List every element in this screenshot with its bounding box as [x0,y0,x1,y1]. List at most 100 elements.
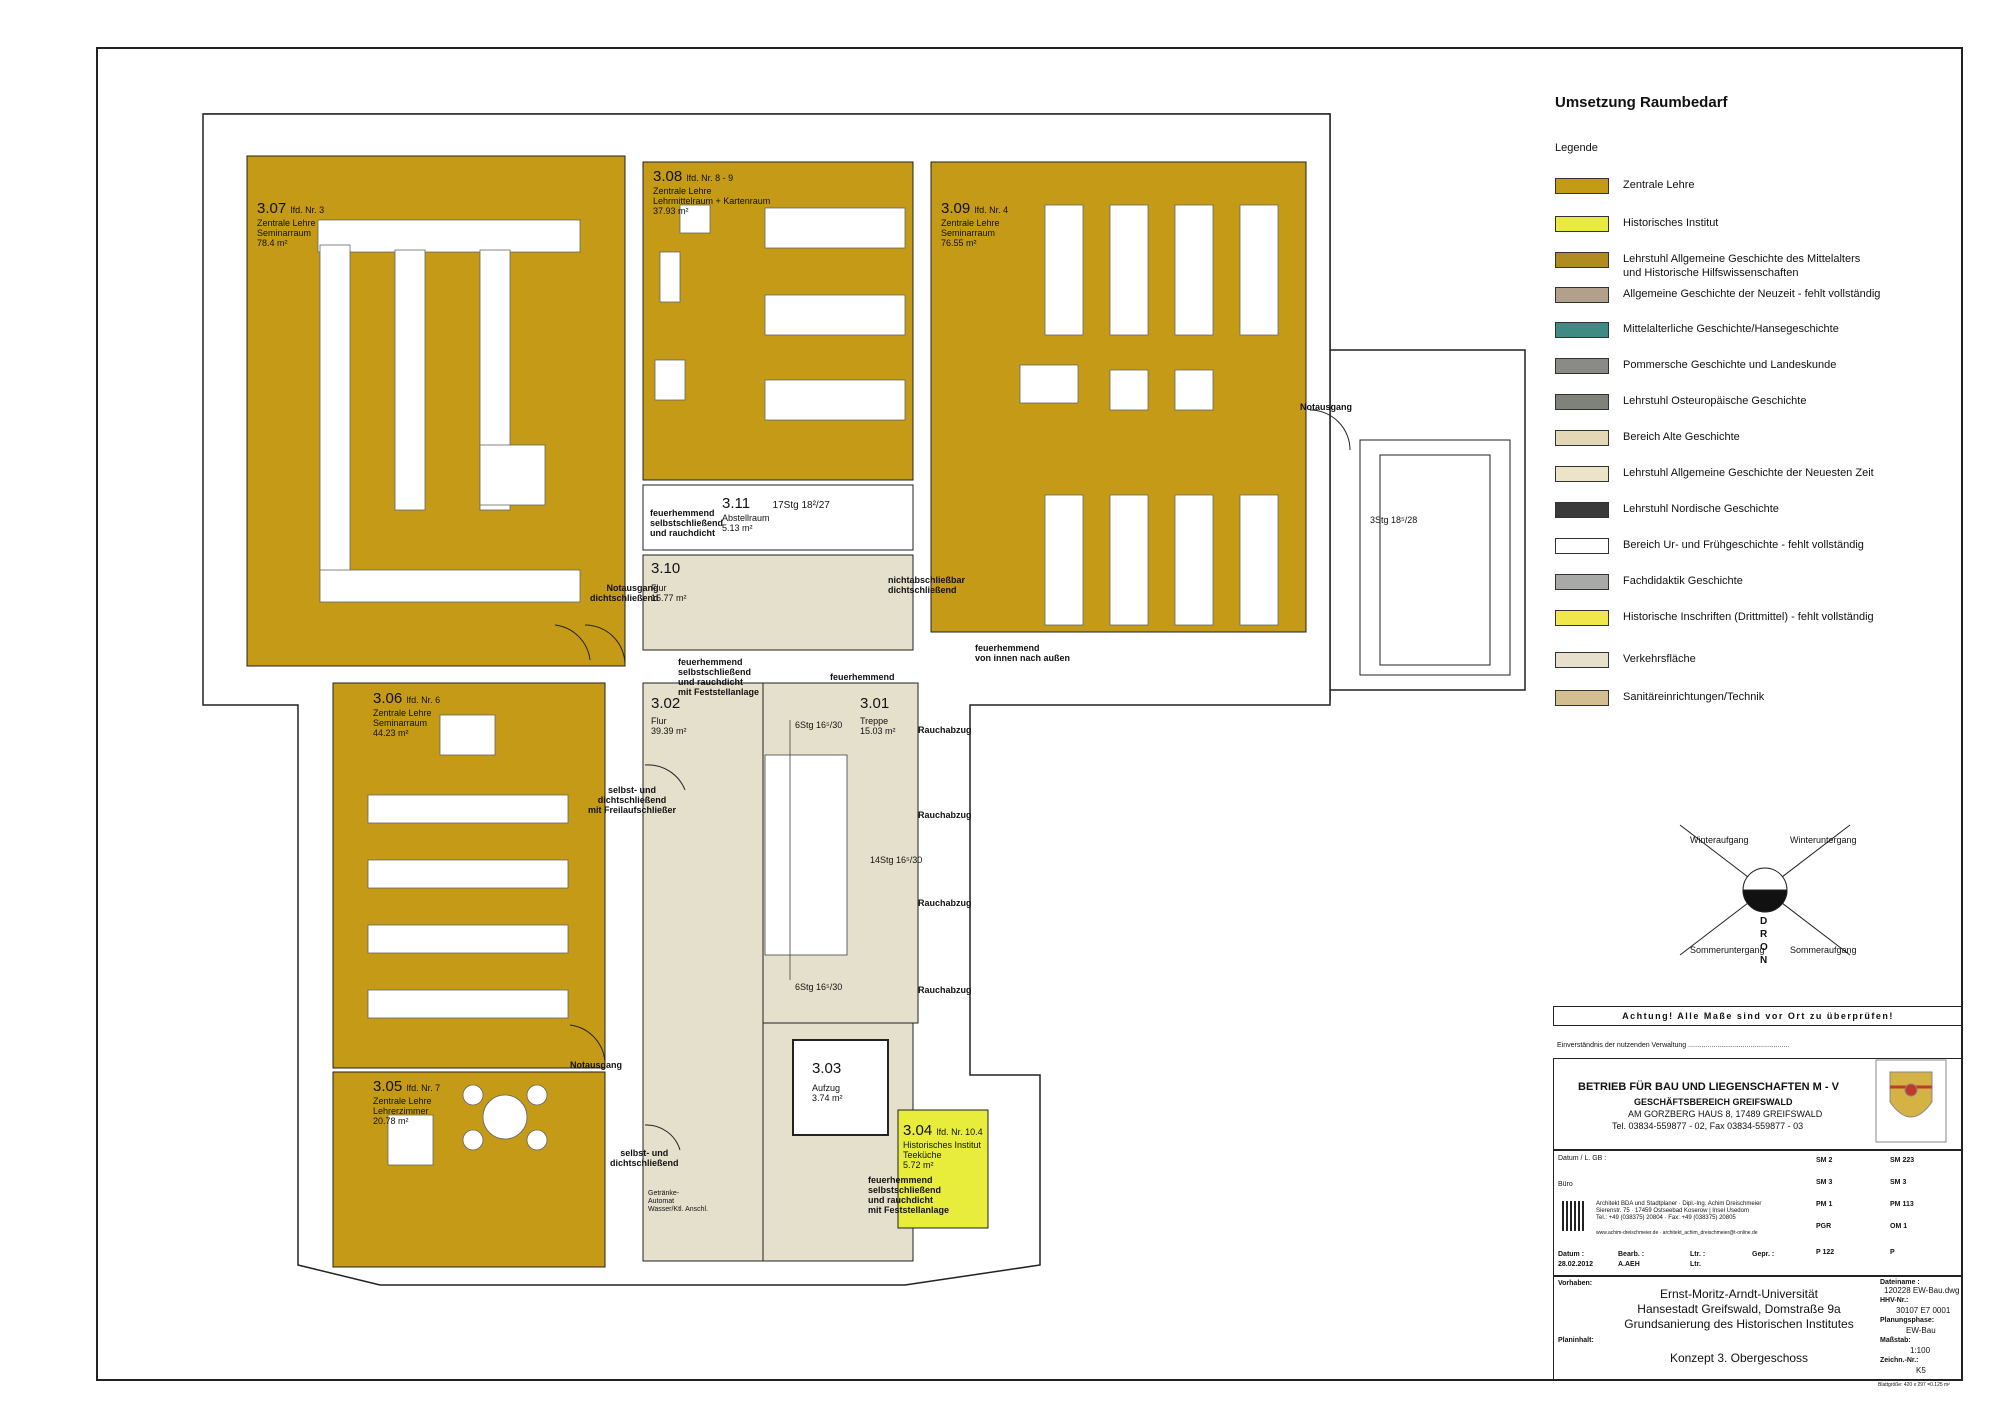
room-302-label: 3.02 Flur 39.39 m² [651,695,687,736]
room-311 [642,484,914,551]
massstab-label: Maßstab: [1880,1337,1911,1344]
legend-label: Sanitäreinrichtungen/Technik [1623,691,1765,703]
org-sub: GESCHÄFTSBEREICH GREIFSWALD [1634,1097,1793,1107]
legend-swatch [1555,430,1609,446]
furniture-307 [317,219,581,603]
room-area: 5.13 m² [722,523,753,533]
compass-d: D [1760,916,1768,927]
architect-text: Architekt BDA und Stadtplaner · Dipl.-In… [1596,1201,1762,1221]
note-stg-ext: 3Stg 18⁵/28 [1370,515,1418,525]
hhv-value: 30107 E7 0001 [1896,1306,1951,1315]
phase-value: EW-Bau [1906,1326,1936,1335]
legend-label: Bereich Ur- und Frühgeschichte - fehlt v… [1623,539,1864,551]
room-area: 78.4 m² [257,238,288,248]
legend-item: Mittelalterliche Geschichte/Hansegeschic… [1555,322,1985,362]
legend-item: Pommersche Geschichte und Landeskunde [1555,358,1985,398]
phase-label: Planungsphase: [1880,1317,1935,1324]
sm2-5: P [1890,1249,1895,1256]
legend-item: Lehrstuhl Osteuropäische Geschichte [1555,394,1985,434]
room-name: Teeküche [903,1150,942,1160]
room-area: 15.77 m² [651,593,687,603]
room-309-label: 3.09 lfd. Nr. 4 Zentrale Lehre Seminarra… [941,200,1008,248]
legend-swatch [1555,502,1609,518]
room-302 [642,682,764,1262]
note-selbst-frei: selbst- und dichtschließend mit Freilauf… [588,785,677,815]
dateiname-label: Dateiname : [1880,1279,1920,1286]
vorhaben-line-1: Ernst-Moritz-Arndt-Universität [1659,1287,1819,1301]
legend-swatch [1555,178,1609,194]
sm-4: PGR [1816,1223,1832,1230]
compass-o: O [1760,942,1768,953]
sm-2: SM 3 [1816,1179,1833,1186]
room-type: Zentrale Lehre [653,186,712,196]
compass-label-4: Sommeraufgang [1790,945,1857,955]
room-area: 37.93 m² [653,206,689,216]
org-tel: Tel. 03834-559877 - 02, Fax 03834-559877… [1612,1121,1804,1131]
planinhalt-value: Konzept 3. Obergeschoss [1669,1351,1809,1365]
room-area: 5.72 m² [903,1160,934,1170]
datum-label: Datum : [1558,1251,1585,1258]
legend-swatch [1555,358,1609,374]
room-number: 3.09 [941,200,971,217]
room-310-label: 3.10 Flur 15.77 m² [651,560,687,603]
architect-logo [1562,1201,1584,1231]
legend-label: Allgemeine Geschichte der Neuzeit - fehl… [1623,288,1881,300]
legend-item: Historisches Institut [1555,216,1985,256]
note-rauchabzug-3: Rauchabzug [918,898,972,908]
datum-lgb-label: Datum / L. GB : [1558,1155,1607,1162]
note-feuer-304: feuerhemmend selbstschließend und rauchd… [868,1175,950,1215]
legend-item: Bereich Alte Geschichte [1555,430,1985,470]
furniture-308 [654,204,906,421]
room-number: 3.08 [653,168,683,185]
legend-label: Historische Inschriften (Drittmittel) - … [1623,611,1874,623]
room-307-label: 3.07 lfd. Nr. 3 Zentrale Lehre Seminarra… [257,200,324,248]
note-notausgang-307: Notausgang dichtschließend [590,583,659,603]
legend-item: Fachdidaktik Geschichte [1555,574,1985,614]
legend-swatch [1555,287,1609,303]
room-304 [897,1109,989,1229]
note-rauchabzug-2: Rauchabzug [918,810,972,820]
legend-label: Historisches Institut [1623,217,1719,229]
gepr-label: Gepr. : [1752,1251,1775,1258]
legend-item: Lehrstuhl Allgemeine Geschichte des Mitt… [1555,252,1985,292]
legend-swatch [1555,690,1609,706]
room-area: 3.74 m² [812,1093,843,1103]
stair-note: 17Stg 18²/27 [772,500,830,511]
room-name: Seminarraum [373,718,428,728]
org-box: BETRIEB FÜR BAU UND LIEGENSCHAFTEN M - V… [1553,1058,1963,1150]
sm2-4: OM 1 [1890,1223,1908,1230]
sheet-frame [96,47,1963,1381]
compass-label-1: Winteraufgang [1690,835,1749,845]
room-lfd: lfd. Nr. 6 [406,695,441,705]
room-type: Zentrale Lehre [257,218,316,228]
sm-1: SM 2 [1816,1157,1833,1164]
ltr-value: Ltr. [1690,1261,1701,1268]
legend-title: Umsetzung Raumbedarf [1555,94,1728,111]
legend-label: Lehrstuhl Allgemeine Geschichte der Neue… [1623,467,1874,479]
room-number: 3.10 [651,560,681,577]
note-notausgang-309: Notausgang [1300,402,1353,412]
datum-value: 28.02.2012 [1558,1261,1594,1268]
zeich-label: Zeichn.-Nr.: [1880,1357,1919,1364]
vorhaben-line-2: Hansestadt Greifswald, Domstraße 9a [1637,1302,1841,1316]
room-304-label: 3.04 lfd. Nr. 10.4 Historisches Institut… [903,1122,983,1170]
warning-box: Achtung! Alle Maße sind vor Ort zu überp… [1553,1006,1963,1026]
compass-rose [1679,824,1851,956]
bearb-label: Bearb. : [1618,1251,1645,1258]
hhv-label: HHV-Nr.: [1880,1297,1909,1304]
sm2-3: PM 113 [1890,1201,1914,1208]
room-308-label: 3.08 lfd. Nr. 8 - 9 Zentrale Lehre Lehrm… [653,168,770,216]
project-box: Vorhaben: Ernst-Moritz-Arndt-Universität… [1553,1276,1963,1380]
org-name: BETRIEB FÜR BAU UND LIEGENSCHAFTEN M - V [1578,1081,1839,1093]
note-feuerhemmend: feuerhemmend [830,672,895,682]
legend-swatch [1555,466,1609,482]
room-306-label: 3.06 lfd. Nr. 6 Zentrale Lehre Seminarra… [373,690,440,738]
blatt-note: Blattgröße: 420 x 297 =0.125 m² [1878,1382,1950,1388]
sm2-1: SM 223 [1890,1157,1915,1164]
room-301-label: 3.01 Treppe 15.03 m² [860,695,896,736]
room-lfd: lfd. Nr. 10.4 [936,1127,983,1137]
room-303 [792,1039,889,1136]
buero-label: Büro [1558,1181,1573,1188]
room-number: 3.05 [373,1078,403,1095]
vorhaben-line-3: Grundsanierung des Historischen Institut… [1624,1317,1854,1331]
